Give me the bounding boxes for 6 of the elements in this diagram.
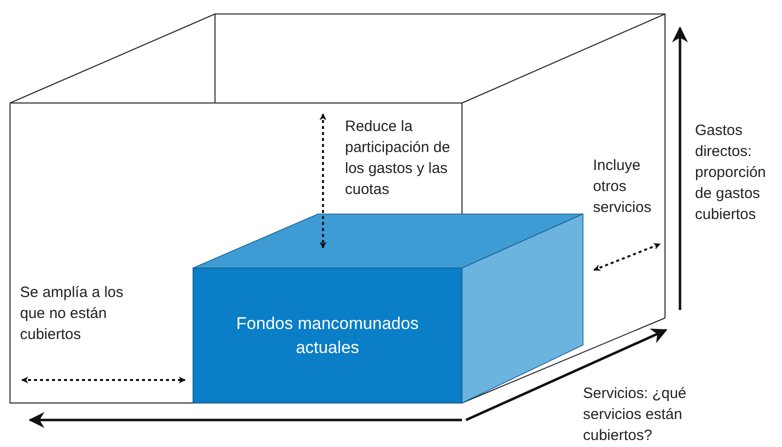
annotation-text: Servicios: ¿qué servicios están cubiertos?	[583, 384, 688, 446]
pooled-funds-label: Fondos mancomunados actuales	[193, 268, 462, 403]
annotation-text: Incluye otros servicios	[593, 156, 652, 218]
annotation-text: Se amplía a los que no están cubiertos	[20, 283, 124, 345]
annotation-text: Gastos directos: proporción de gastos cubiertos	[695, 121, 767, 225]
annotation-text: Reduce la participación de los gastos y las cuotas	[345, 117, 452, 200]
